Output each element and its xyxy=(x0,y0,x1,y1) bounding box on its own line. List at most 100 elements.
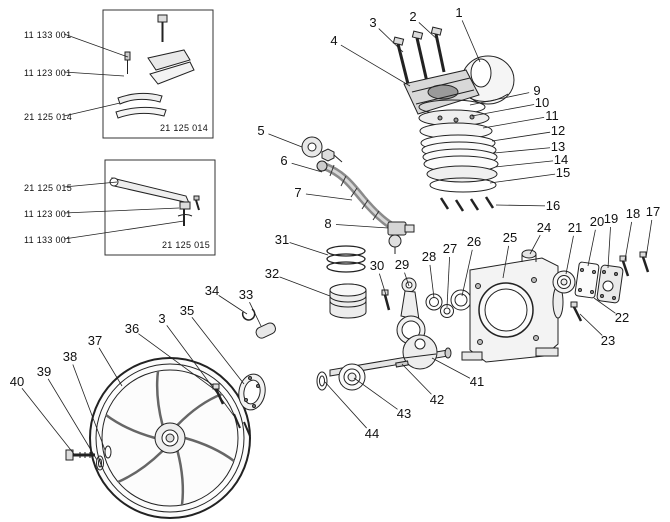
breather-plug-icon xyxy=(521,249,537,259)
callout-4: 4 xyxy=(330,33,337,48)
leader-line-37 xyxy=(98,347,123,387)
ring-icon xyxy=(425,293,443,311)
callout-7: 7 xyxy=(294,185,301,200)
leader-line-18 xyxy=(624,221,633,261)
leader-line-29 xyxy=(404,272,410,287)
part-number-label: 11 133 001 xyxy=(24,30,71,40)
leader-line-35 xyxy=(191,317,245,385)
front-bearing xyxy=(338,363,366,391)
callout-42: 42 xyxy=(430,392,444,407)
part-label-leader-0 xyxy=(63,33,129,58)
cover-gasket xyxy=(574,261,600,299)
leader-line-38 xyxy=(72,364,106,451)
leader-line-25 xyxy=(502,245,510,279)
callout-36: 36 xyxy=(125,321,139,336)
spoke-icon xyxy=(184,436,235,463)
shaft-bearing-right xyxy=(552,270,576,294)
leader-line-17 xyxy=(645,219,653,259)
valve-strip-icon xyxy=(117,92,163,105)
spoke-icon xyxy=(105,413,156,440)
part-number-label: 11 123 001 xyxy=(24,209,71,219)
leader-line-33 xyxy=(249,302,262,327)
part-label-leader-1 xyxy=(63,71,125,77)
part-label-leader-2 xyxy=(63,102,121,117)
leader-line-44 xyxy=(324,381,367,429)
hose-end-fitting-icon xyxy=(316,160,328,172)
callout-31: 31 xyxy=(275,232,289,247)
callout-32: 32 xyxy=(265,266,279,281)
leader-lines xyxy=(21,20,653,461)
crank-web-icon xyxy=(402,334,438,370)
mount-bolt-set xyxy=(65,445,112,471)
callout-38: 38 xyxy=(63,349,77,364)
callout-37: 37 xyxy=(88,333,102,348)
leader-line-10 xyxy=(471,104,535,117)
leader-line-15 xyxy=(489,173,556,184)
leader-line-26 xyxy=(461,249,473,297)
callout-33: 33 xyxy=(239,287,253,302)
washer-icon xyxy=(104,445,112,459)
leader-line-14 xyxy=(494,160,554,168)
inset-box-2-frame xyxy=(104,159,216,256)
leader-line-24 xyxy=(529,234,541,255)
callout-23: 23 xyxy=(601,333,615,348)
callout-28: 28 xyxy=(422,249,436,264)
bolt-head-icon xyxy=(392,36,405,46)
callout-17: 17 xyxy=(646,204,660,219)
hose-fitting xyxy=(387,221,415,254)
stud-icon xyxy=(454,199,465,212)
callout-5: 5 xyxy=(257,123,264,138)
leader-line-28 xyxy=(429,264,435,299)
callout-16: 16 xyxy=(546,198,560,213)
callout-30: 30 xyxy=(370,258,384,273)
leader-line-31 xyxy=(289,242,329,256)
bolt-head-icon xyxy=(639,251,647,258)
part-number-labels: 11 133 001 11 123 001 21 125 014 21 125 014… xyxy=(24,30,210,250)
callout-27: 27 xyxy=(443,241,457,256)
callout-35: 35 xyxy=(180,303,194,318)
callout-34: 34 xyxy=(205,283,219,298)
leader-line-12 xyxy=(491,131,551,142)
callout-22: 22 xyxy=(615,310,629,325)
callout-8: 8 xyxy=(324,216,331,231)
callout-44: 44 xyxy=(365,426,379,441)
callout-20: 20 xyxy=(590,214,604,229)
spoke-icon xyxy=(176,450,185,506)
bolt-head-icon xyxy=(411,30,424,40)
leader-line-42 xyxy=(401,363,432,395)
washer-icon xyxy=(96,455,104,471)
head-bolts xyxy=(392,26,446,89)
crankcase xyxy=(461,249,564,363)
part-number-label: 11 133 001 xyxy=(24,235,71,245)
callout-40: 40 xyxy=(10,374,24,389)
bearing-cover xyxy=(596,264,624,304)
spoke-icon xyxy=(155,370,164,426)
leader-line-3 xyxy=(166,325,235,417)
leader-line-3 xyxy=(378,28,404,53)
reed-valve-plate-icon xyxy=(147,49,191,71)
bolt-head-icon xyxy=(570,301,578,308)
callout-41: 41 xyxy=(470,374,484,389)
part-label-leader-4 xyxy=(63,181,118,188)
callout-9: 9 xyxy=(533,83,540,98)
leader-line-11 xyxy=(482,116,545,129)
leader-line-9 xyxy=(469,92,530,106)
part-number-label: 21 125 014 xyxy=(160,123,208,133)
stud-icon xyxy=(233,413,241,429)
flywheel xyxy=(89,357,251,519)
piston xyxy=(329,283,367,319)
ring-icon xyxy=(450,289,472,311)
leader-line-21 xyxy=(565,235,574,275)
leader-line-32 xyxy=(279,276,331,297)
bolt-head-icon xyxy=(430,26,443,36)
valve-strip-icon xyxy=(115,106,167,119)
callout-6: 6 xyxy=(280,153,287,168)
leader-line-22 xyxy=(593,297,616,314)
leader-line-13 xyxy=(493,147,551,154)
leader-line-16 xyxy=(495,204,546,207)
callout-21: 21 xyxy=(568,220,582,235)
leader-line-39 xyxy=(47,378,98,461)
lever-bracket-icon xyxy=(179,201,191,210)
part-number-label: 21 125 014 xyxy=(24,112,72,122)
